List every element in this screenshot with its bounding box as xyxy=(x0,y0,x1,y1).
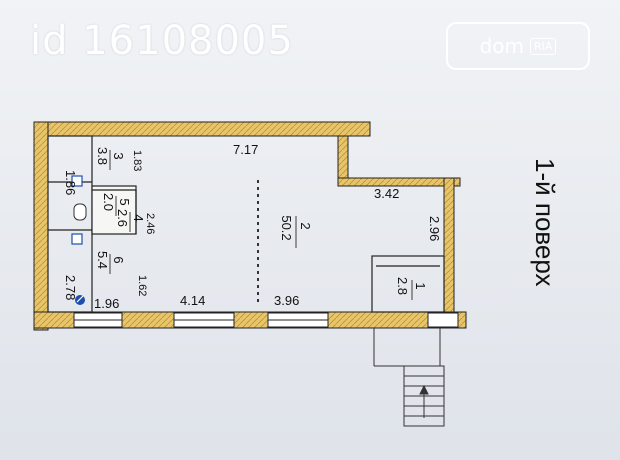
dim-top: 7.17 xyxy=(233,142,258,157)
room-3: 3 3.8 xyxy=(95,147,126,170)
room-4-number: 4 xyxy=(131,214,146,221)
sink-icon xyxy=(71,233,83,245)
dom-ria-watermark: dom RIA xyxy=(446,22,590,70)
room-6-number: 6 xyxy=(111,256,126,263)
room-1-number: 1 xyxy=(413,282,428,289)
room-5-number: 5 xyxy=(117,198,132,205)
dim-right-step: 3.42 xyxy=(374,186,399,201)
boiler-icon xyxy=(75,295,85,305)
room-4: 4 2.6 xyxy=(115,209,146,232)
room-labels: 3 3.8 5 2.0 4 2.6 2 50.2 6 xyxy=(95,147,428,300)
room-2-number: 2 xyxy=(298,222,313,229)
room-5-area: 2.0 xyxy=(101,193,116,211)
dim-room5-w: 2.46 xyxy=(144,213,156,234)
room-2: 2 50.2 xyxy=(279,215,313,248)
room-6-area: 5.4 xyxy=(95,251,110,269)
room-3-area: 3.8 xyxy=(95,147,110,165)
room-6: 6 5.4 xyxy=(95,251,126,274)
watermark-suffix: RIA xyxy=(530,37,557,55)
toilet-icon xyxy=(71,175,83,187)
entrance-stairs xyxy=(373,328,445,427)
listing-id: id 16108005 xyxy=(30,18,294,64)
dim-left-lower: 2.78 xyxy=(63,275,78,300)
dim-bottom-1: 1.96 xyxy=(94,296,119,311)
room-5: 5 2.0 xyxy=(101,193,132,216)
watermark-brand: dom xyxy=(479,34,524,58)
room-2-area: 50.2 xyxy=(279,215,294,240)
dim-bottom-3: 3.96 xyxy=(274,293,299,308)
dimension-labels: 7.17 3.42 1.96 4.14 3.96 1.86 2.78 1.83 … xyxy=(63,142,442,311)
room-1: 1 2.8 xyxy=(395,277,428,300)
windows xyxy=(73,312,459,328)
dim-room6-w: 1.62 xyxy=(136,275,148,296)
dim-right-side: 2.96 xyxy=(427,216,442,241)
toilet-bowl-icon xyxy=(73,203,87,221)
room-1-area: 2.8 xyxy=(395,277,410,295)
dim-room3-w: 1.83 xyxy=(131,150,143,171)
interior-partitions xyxy=(47,135,445,313)
dim-left-upper: 1.86 xyxy=(63,170,78,195)
fixtures xyxy=(71,175,87,305)
room-3-number: 3 xyxy=(111,152,126,159)
dim-bottom-2: 4.14 xyxy=(180,293,205,308)
floor-title: 1-й поверх xyxy=(530,158,560,287)
room-4-area: 2.6 xyxy=(115,209,130,227)
